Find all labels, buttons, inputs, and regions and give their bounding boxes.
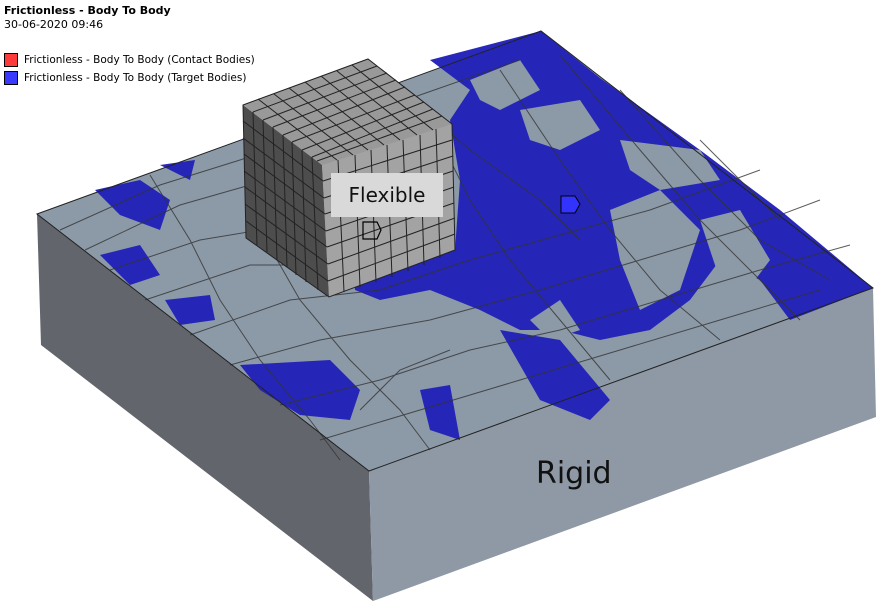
rigid-left-face [37,214,373,601]
legend-item-contact: Frictionless - Body To Body (Contact Bod… [4,51,255,69]
legend: Frictionless - Body To Body (Contact Bod… [4,51,255,87]
legend-label: Frictionless - Body To Body (Contact Bod… [24,54,255,66]
rigid-annotation: Rigid [536,456,612,491]
legend-item-target: Frictionless - Body To Body (Target Bodi… [4,69,255,87]
target-contact-regions [95,31,873,440]
target-swatch-icon [4,71,18,85]
target-marker-icon[interactable] [560,195,581,214]
rigid-front-face [369,288,876,601]
flexible-annotation: Flexible [331,173,443,217]
result-timestamp: 30-06-2020 09:46 [4,18,104,31]
legend-label: Frictionless - Body To Body (Target Bodi… [24,72,247,84]
cube-top-face [243,59,452,165]
cube-outline [242,58,456,298]
rigid-body[interactable] [35,30,876,601]
contact-swatch-icon [4,53,18,67]
contact-marker-icon[interactable] [362,221,382,240]
result-title: Frictionless - Body To Body [4,4,171,17]
result-header: Frictionless - Body To Body 30-06-2020 0… [4,4,171,32]
